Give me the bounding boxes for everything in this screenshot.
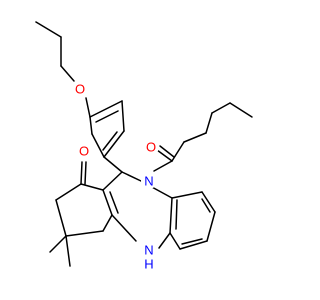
bond — [103, 130, 125, 158]
ketone-oxygen-atom: O — [76, 143, 92, 159]
molecule-structure: O O O N N H — [35, 21, 253, 272]
bond — [55, 199, 67, 237]
bond — [179, 240, 208, 250]
bond — [158, 232, 171, 249]
atom-labels: O O O N N H — [72, 81, 159, 272]
amine-hydrogen-label: H — [144, 257, 153, 272]
bond — [181, 238, 203, 245]
bond — [111, 214, 137, 242]
bond — [153, 160, 173, 172]
bond — [102, 214, 113, 232]
bond — [35, 21, 62, 38]
bond — [102, 171, 123, 191]
bond — [159, 145, 175, 158]
bond — [102, 131, 118, 151]
bond — [175, 199, 178, 230]
amine-hydrogen-atom: H — [142, 257, 156, 272]
bond — [80, 183, 104, 191]
bond-lines — [35, 21, 253, 267]
amide-nitrogen-atom: N — [141, 173, 157, 189]
bond — [109, 191, 119, 214]
bond — [89, 116, 93, 135]
amine-nitrogen-atom: N — [141, 242, 157, 258]
bond — [171, 191, 203, 199]
bond — [183, 132, 207, 143]
bond — [84, 161, 87, 185]
amide-nitrogen-label: N — [144, 174, 153, 189]
bond — [121, 100, 125, 132]
bond — [80, 161, 83, 185]
bond — [205, 112, 213, 134]
ether-oxygen-label: O — [75, 82, 85, 97]
bond — [65, 235, 71, 267]
bond — [95, 110, 119, 123]
bond — [103, 156, 123, 173]
acyl-oxygen-label: O — [146, 140, 156, 155]
bond — [91, 133, 105, 158]
bond — [89, 100, 123, 118]
bond — [65, 230, 104, 237]
bond — [171, 141, 185, 162]
bond — [102, 189, 113, 216]
ketone-oxygen-label: O — [79, 144, 89, 159]
acyl-oxygen-atom: O — [143, 139, 159, 155]
bond — [169, 232, 181, 250]
bond — [85, 97, 91, 118]
bond — [206, 211, 216, 242]
bond — [156, 149, 173, 162]
amine-nitrogen-label: N — [144, 243, 153, 258]
bond — [60, 65, 75, 82]
bond — [229, 102, 253, 118]
bond — [49, 235, 67, 253]
bond — [55, 183, 82, 201]
bond — [201, 191, 216, 213]
bond — [169, 197, 173, 234]
bond — [211, 102, 231, 114]
ether-oxygen-atom: O — [72, 81, 88, 97]
bond — [201, 198, 211, 213]
bond — [121, 171, 142, 182]
bond — [149, 185, 173, 199]
